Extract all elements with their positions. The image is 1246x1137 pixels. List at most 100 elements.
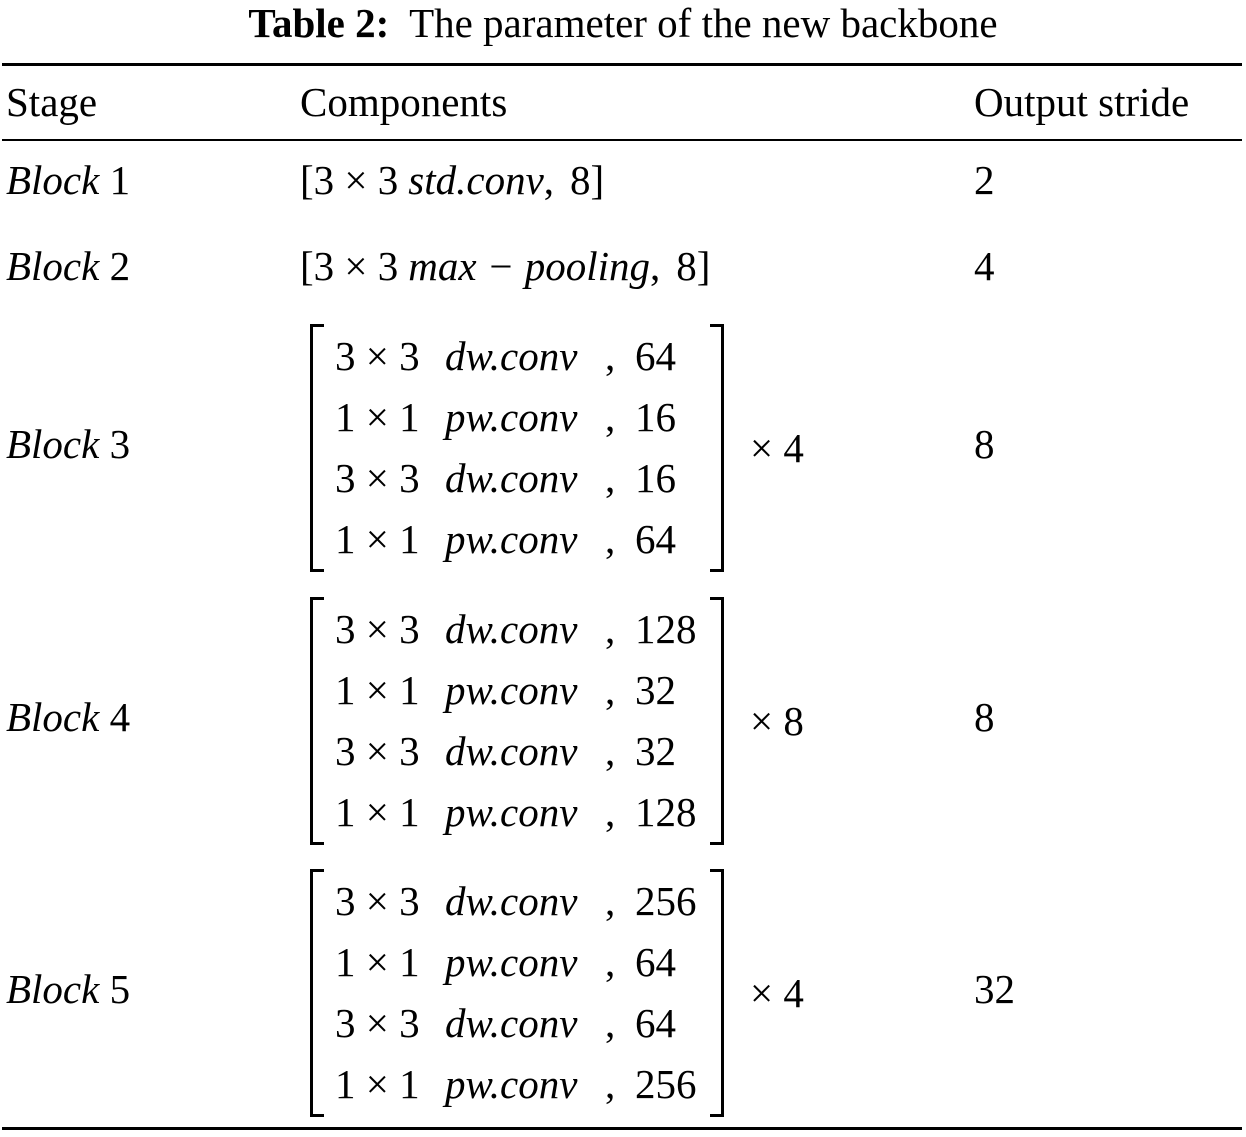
channels: 64	[635, 1000, 676, 1046]
stage-cell: Block 3	[6, 422, 130, 466]
stage-cell: Block 1	[6, 158, 130, 202]
stage-number: 1	[109, 157, 131, 203]
header-stage: Stage	[6, 79, 98, 125]
matrix-row: 3 × 3 dw.conv , 256	[335, 871, 701, 932]
kernel-size: 3 × 3	[335, 333, 420, 379]
header-rule	[2, 139, 1242, 141]
header-output-stride: Output stride	[974, 79, 1190, 125]
bracket-matrix: 3 × 3 dw.conv , 128 1 × 1 pw.conv , 32 3…	[310, 597, 724, 845]
stage-number: 2	[109, 243, 131, 289]
separator: ,	[543, 157, 555, 203]
channels: 32	[635, 728, 676, 774]
separator: ,	[605, 1000, 616, 1046]
kernel-size: 3 × 3	[335, 728, 420, 774]
stage-number: 3	[109, 421, 131, 467]
operation: dw.conv	[445, 333, 578, 379]
separator: ,	[605, 728, 616, 774]
channels: 256	[635, 1061, 697, 1107]
component-matrix: 3 × 3 dw.conv , 256 1 × 1 pw.conv , 64 3…	[310, 869, 804, 1117]
bottom-rule	[2, 1127, 1242, 1130]
stage-name: Block	[6, 421, 100, 467]
table-caption: Table 2: The parameter of the new backbo…	[0, 0, 1246, 46]
channels: 64	[635, 939, 676, 985]
repeat-count: × 4	[750, 425, 804, 471]
channels: 8]	[570, 157, 605, 203]
channels: 128	[635, 606, 697, 652]
separator: ,	[650, 243, 661, 289]
matrix-row: 1 × 1 pw.conv , 64	[335, 932, 701, 993]
operation: pw.conv	[445, 1061, 578, 1107]
matrix-row: 1 × 1 pw.conv , 64	[335, 509, 701, 570]
stage-cell: Block 5	[6, 967, 130, 1011]
stage-name: Block	[6, 966, 100, 1012]
stage-cell: Block 4	[6, 695, 130, 739]
stage-number: 5	[109, 966, 131, 1012]
kernel-size: 1 × 1	[335, 939, 420, 985]
kernel-size: 1 × 1	[335, 1061, 420, 1107]
operation: max − pooling	[408, 243, 651, 289]
table-title: The parameter of the new backbone	[409, 0, 998, 46]
separator: ,	[605, 667, 616, 713]
kernel-size: 3 × 3	[335, 455, 420, 501]
operation: dw.conv	[445, 606, 578, 652]
stage-name: Block	[6, 694, 100, 740]
kernel-size: 1 × 1	[335, 394, 420, 440]
bracket-matrix: 3 × 3 dw.conv , 256 1 × 1 pw.conv , 64 3…	[310, 869, 724, 1117]
channels: 32	[635, 667, 676, 713]
matrix-row: 1 × 1 pw.conv , 256	[335, 1054, 701, 1115]
matrix-row: 1 × 1 pw.conv , 128	[335, 782, 701, 843]
separator: ,	[605, 516, 616, 562]
kernel-size: 3 × 3	[335, 1000, 420, 1046]
bracket-matrix: 3 × 3 dw.conv , 64 1 × 1 pw.conv , 16 3 …	[310, 324, 724, 572]
channels: 128	[635, 789, 697, 835]
stage-name: Block	[6, 243, 100, 289]
separator: ,	[605, 789, 616, 835]
stride-cell: 8	[974, 694, 995, 740]
channels: 64	[635, 333, 676, 379]
kernel-size: [3 × 3	[300, 157, 399, 203]
matrix-row: 3 × 3 dw.conv , 64	[335, 326, 701, 387]
operation: std.conv	[408, 157, 544, 203]
stage-number: 4	[109, 694, 131, 740]
table-label: Table 2:	[248, 0, 390, 46]
matrix-row: 1 × 1 pw.conv , 16	[335, 387, 701, 448]
repeat-count: × 4	[750, 970, 804, 1016]
stride-cell: 4	[974, 243, 995, 289]
kernel-size: 1 × 1	[335, 516, 420, 562]
channels: 16	[635, 455, 676, 501]
channels: 256	[635, 878, 697, 924]
top-rule	[2, 63, 1242, 66]
matrix-row: 3 × 3 dw.conv , 128	[335, 599, 701, 660]
stride-cell: 2	[974, 157, 995, 203]
separator: ,	[605, 455, 616, 501]
repeat-count: × 8	[750, 698, 804, 744]
kernel-size: 1 × 1	[335, 789, 420, 835]
channels: 16	[635, 394, 676, 440]
operation: dw.conv	[445, 878, 578, 924]
operation: dw.conv	[445, 728, 578, 774]
operation: pw.conv	[445, 939, 578, 985]
separator: ,	[605, 878, 616, 924]
component-matrix: 3 × 3 dw.conv , 64 1 × 1 pw.conv , 16 3 …	[310, 324, 804, 572]
separator: ,	[605, 394, 616, 440]
stride-cell: 32	[974, 966, 1015, 1012]
separator: ,	[605, 333, 616, 379]
operation: dw.conv	[445, 455, 578, 501]
kernel-size: 3 × 3	[335, 606, 420, 652]
matrix-row: 1 × 1 pw.conv , 32	[335, 660, 701, 721]
matrix-row: 3 × 3 dw.conv , 64	[335, 993, 701, 1054]
stride-cell: 8	[974, 421, 995, 467]
kernel-size: 3 × 3	[335, 878, 420, 924]
separator: ,	[605, 939, 616, 985]
matrix-row: 3 × 3 dw.conv , 32	[335, 721, 701, 782]
component-matrix: 3 × 3 dw.conv , 128 1 × 1 pw.conv , 32 3…	[310, 597, 804, 845]
component-cell: [3 × 3 std.conv , 8]	[300, 158, 604, 202]
kernel-size: 1 × 1	[335, 667, 420, 713]
kernel-size: [3 × 3	[300, 243, 399, 289]
separator: ,	[605, 1061, 616, 1107]
header-components: Components	[300, 79, 508, 125]
separator: ,	[605, 606, 616, 652]
operation: pw.conv	[445, 394, 578, 440]
operation: dw.conv	[445, 1000, 578, 1046]
operation: pw.conv	[445, 516, 578, 562]
